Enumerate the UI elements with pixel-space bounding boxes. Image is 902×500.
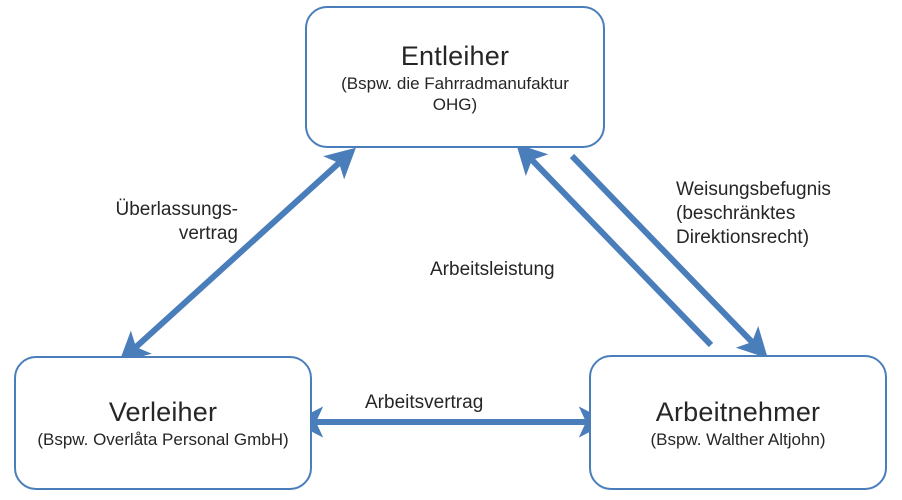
edge-label-weisungsbefugnis: Weisungsbefugnis (beschränktes Direktion… <box>676 179 831 248</box>
node-verleiher-title: Verleiher <box>108 397 218 427</box>
node-verleiher[interactable]: Verleiher (Bspw. Overlåta Personal GmbH) <box>14 356 312 490</box>
node-entleiher[interactable]: Entleiher (Bspw. die Fahrradmanufaktur O… <box>305 6 605 148</box>
edge-label-ueberlassungsvertrag: Überlassungs- vertrag <box>115 199 239 244</box>
node-arbeitnehmer-subtitle: (Bspw. Walther Altjohn) <box>650 429 826 449</box>
node-entleiher-title: Entleiher <box>400 40 510 71</box>
edge-label-arbeitsleistung: Arbeitsleistung <box>430 259 555 280</box>
edge-label-arbeitsvertrag: Arbeitsvertrag <box>365 392 484 413</box>
arrow-arbeitsleistung <box>516 143 714 348</box>
arrow-weisungsbefugnis <box>569 153 768 359</box>
node-entleiher-subtitle: (Bspw. die Fahrradmanufaktur OHG) <box>341 73 569 114</box>
node-arbeitnehmer-title: Arbeitnehmer <box>655 396 821 427</box>
node-arbeitnehmer[interactable]: Arbeitnehmer (Bspw. Walther Altjohn) <box>589 355 887 490</box>
arrow-ueberlassungsvertrag <box>119 147 356 363</box>
node-verleiher-subtitle: (Bspw. Overlåta Personal GmbH) <box>37 430 289 449</box>
